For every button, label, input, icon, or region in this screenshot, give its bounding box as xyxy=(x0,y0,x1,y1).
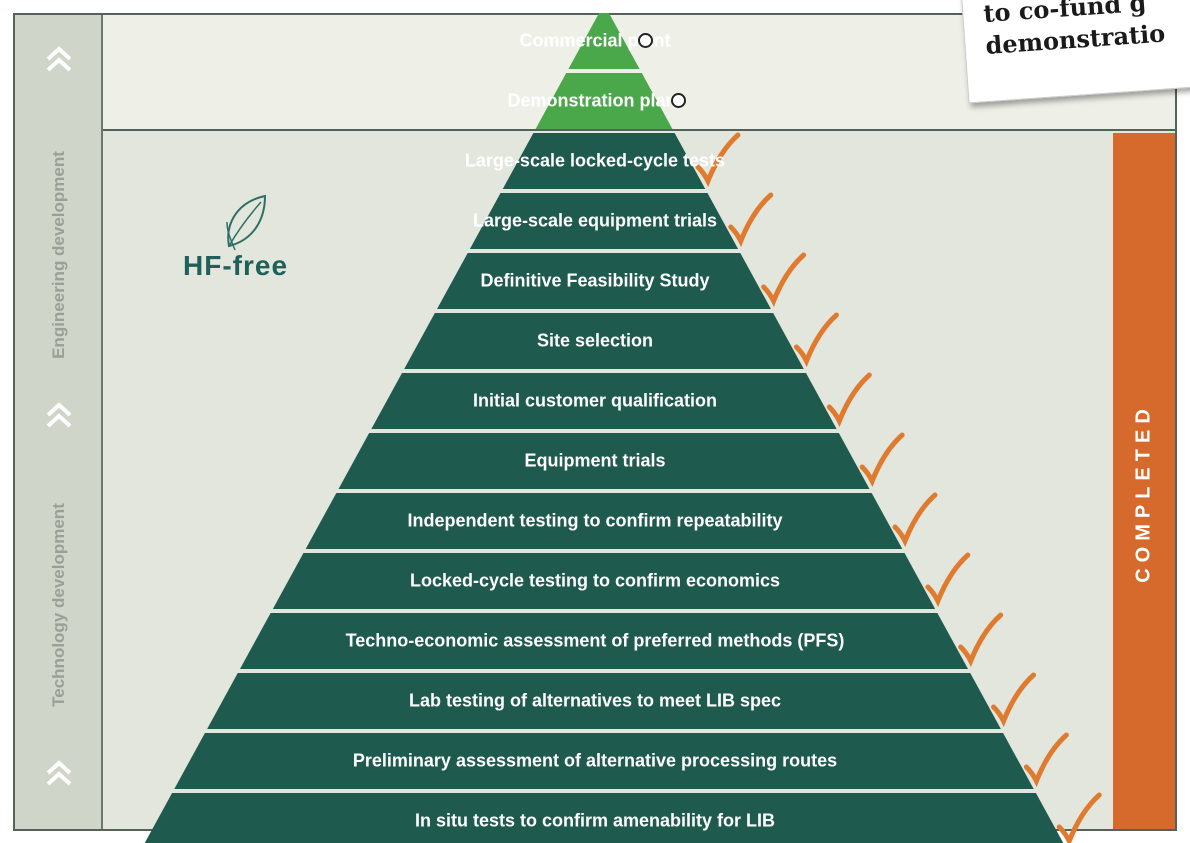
circle-icon xyxy=(671,93,687,108)
check-icon xyxy=(892,492,938,548)
pyramid-level-1 xyxy=(568,13,640,69)
hf-free-logo: HF-free xyxy=(183,192,323,292)
stage-sidebar: Engineering development Technology devel… xyxy=(15,15,103,829)
check-icon xyxy=(991,672,1037,728)
pyramid-level-3 xyxy=(502,133,706,189)
hf-free-text: HF-free xyxy=(183,250,289,281)
double-chevron-up-icon xyxy=(45,45,73,73)
pyramid-level-6 xyxy=(404,313,804,369)
pyramid-level-label: Independent testing to confirm repeatabi… xyxy=(407,510,783,531)
pyramid-level-14 xyxy=(144,793,1064,843)
check-icon xyxy=(958,612,1004,668)
pyramid-level-label: Commercial plant xyxy=(519,30,671,51)
check-icon xyxy=(761,252,807,308)
pyramid-level-7 xyxy=(371,373,837,429)
pyramid-level-11 xyxy=(239,613,969,669)
pyramid-level-8 xyxy=(338,433,870,489)
completed-bar: COMPLETED xyxy=(1113,133,1175,829)
pyramid-level-label: Site selection xyxy=(536,330,654,351)
check-icon xyxy=(695,132,741,188)
pyramid-level-13 xyxy=(174,733,1034,789)
pyramid-level-label: Preliminary assessment of alternative pr… xyxy=(352,750,838,771)
pyramid-level-label: Equipment trials xyxy=(524,450,666,471)
pyramid-level-12 xyxy=(207,673,1001,729)
check-icon xyxy=(925,552,971,608)
pyramid-level-2 xyxy=(535,73,673,129)
check-icon xyxy=(859,432,905,488)
check-icon xyxy=(728,192,774,248)
pyramid-level-label: Demonstration plant xyxy=(507,90,683,111)
pyramid-level-label: Lab testing of alternatives to meet LIB … xyxy=(408,690,782,711)
pyramid-level-9 xyxy=(305,493,903,549)
double-chevron-up-icon xyxy=(45,759,73,787)
note-card: to co-fund g demonstratio xyxy=(960,0,1190,104)
pyramid-level-label: Definitive Feasibility Study xyxy=(480,270,710,291)
pyramid-level-5 xyxy=(437,253,771,309)
pyramid-level-label: Large-scale locked-cycle tests xyxy=(464,150,726,171)
pyramid-level-label: Techno-economic assessment of preferred … xyxy=(345,630,845,651)
pyramid-level-label: Initial customer qualification xyxy=(472,390,718,411)
check-icon xyxy=(826,372,872,428)
pyramid-level-label: In situ tests to confirm amenability for… xyxy=(414,810,776,831)
check-icon xyxy=(793,312,839,368)
double-chevron-up-icon xyxy=(45,401,73,429)
pyramid-level-label: Locked-cycle testing to confirm economic… xyxy=(409,570,781,591)
pyramid-level-label: Large-scale equipment trials xyxy=(472,210,718,231)
leaf-icon xyxy=(226,194,267,251)
check-icon xyxy=(1056,792,1102,843)
pyramid-level-4 xyxy=(469,193,739,249)
check-icon xyxy=(1023,732,1069,788)
pyramid-level-10 xyxy=(272,553,936,609)
circle-icon xyxy=(638,33,654,48)
